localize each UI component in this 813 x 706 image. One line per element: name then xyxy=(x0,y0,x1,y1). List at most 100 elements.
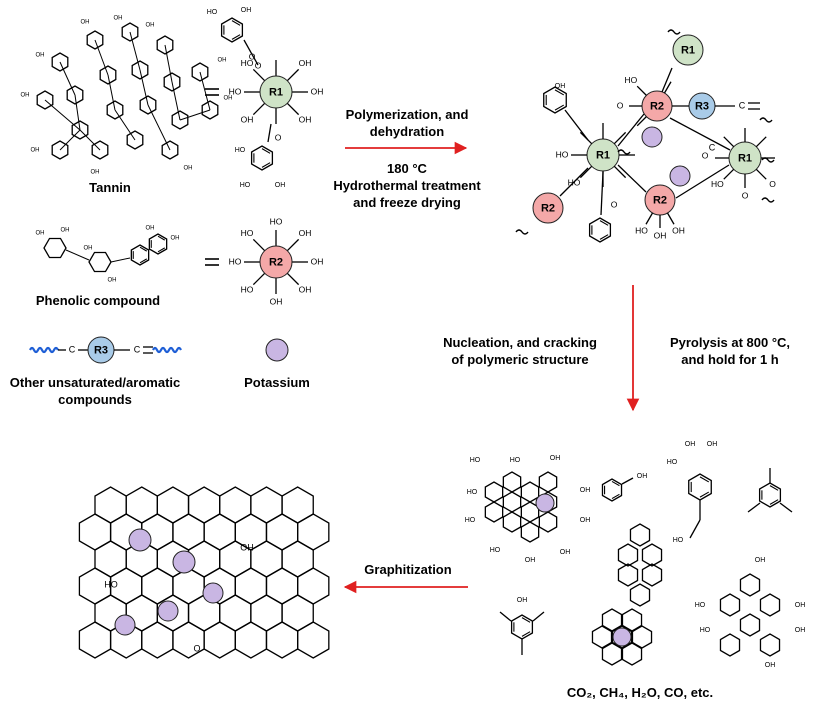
r2-unit-bond xyxy=(252,238,266,252)
graphite-hex xyxy=(156,486,190,524)
graphite-hex xyxy=(296,513,330,551)
pah-hydroxyl-label: HO xyxy=(490,547,501,554)
phenolic-label: Phenolic compound xyxy=(36,293,160,308)
tannin-bond xyxy=(79,129,101,151)
hydroxyl-label: OH xyxy=(275,182,286,189)
graphite-hex xyxy=(125,486,159,524)
triphenylene-ring xyxy=(629,583,651,607)
tannin-ring xyxy=(161,140,179,160)
hydroxyl-label: OH xyxy=(795,627,806,634)
graphite-hex xyxy=(203,621,236,659)
flavonoid-ring xyxy=(148,233,168,255)
double-bond xyxy=(611,480,620,487)
tannin-hydroxyl-label: OH xyxy=(184,166,193,172)
graphite-hex xyxy=(296,621,330,659)
galloyl-ring xyxy=(250,145,274,171)
double-bond xyxy=(231,20,241,26)
graphite-hex xyxy=(281,486,314,524)
r2-node-network-top-label: R2 xyxy=(650,100,664,112)
potassium-dot-graphite xyxy=(114,614,136,636)
tannin-bond xyxy=(44,99,81,131)
phenolic-hydroxyl-label: OH xyxy=(108,278,117,284)
hydroxyl-label: OH xyxy=(755,557,766,564)
graphite-hex xyxy=(94,486,127,524)
potassium-dot-pah xyxy=(535,493,555,513)
pah-hydroxyl-label: OH xyxy=(525,557,536,564)
hydroxyl-label: HO xyxy=(235,147,246,154)
pah-hydroxyl-label: HO xyxy=(465,517,476,524)
r2-network-bottom-bond xyxy=(666,212,675,225)
graphite-hydroxyl-label: HO xyxy=(104,579,118,589)
r2-unit-bond xyxy=(286,238,300,252)
double-bond xyxy=(139,258,148,264)
tannin-bond xyxy=(147,104,171,151)
r2-node-network-bottom-label: R2 xyxy=(653,194,667,206)
ester-oxygen-label: O xyxy=(255,60,262,70)
sugar-ring xyxy=(88,251,112,273)
potassium-dot-network xyxy=(641,126,663,148)
graphite-hex xyxy=(187,486,221,524)
hydroxyl-label: HO xyxy=(241,58,254,68)
step1-label-3: 180 °C xyxy=(387,161,428,176)
glycosidic-bond xyxy=(65,249,90,261)
carbon-label: C xyxy=(709,142,716,152)
r1-node-network-label: R1 xyxy=(596,149,610,161)
ester-oxygen-label: O xyxy=(275,132,282,142)
r1-network-center-bond xyxy=(579,165,593,179)
r1-network-center-bond xyxy=(613,165,627,179)
double-bond xyxy=(261,148,271,154)
tannin-label: Tannin xyxy=(89,180,131,195)
step1-label-2: dehydration xyxy=(370,124,444,139)
r1-network-right-bond xyxy=(755,136,767,148)
hydroxyl-label: HO xyxy=(711,179,724,189)
r2-network-top-bond xyxy=(636,116,647,127)
hydroxyl-label: HO xyxy=(241,228,254,238)
chain-end-squiggle xyxy=(761,197,775,203)
wavy-chain-left xyxy=(29,346,59,354)
r2-node-legend xyxy=(259,245,293,279)
graphite-hex xyxy=(172,567,205,605)
coronene-ring xyxy=(621,642,643,666)
double-bond xyxy=(554,89,565,96)
potassium-dot-graphite xyxy=(172,550,196,574)
tricyclic-ring xyxy=(719,593,741,617)
potassium-dot-graphite xyxy=(128,528,152,552)
tannin-hydroxyl-label: OH xyxy=(36,53,45,59)
pah-ring xyxy=(484,501,504,523)
ester-bond xyxy=(243,39,259,66)
phenolic-hydroxyl-label: OH xyxy=(61,228,70,234)
hydroxyl-label: OH xyxy=(654,230,667,240)
tannin-hydroxyl-label: OH xyxy=(91,170,100,176)
coronene-ring xyxy=(601,642,623,666)
sugar-ring xyxy=(43,237,67,259)
methyl-bond xyxy=(499,611,512,622)
hydroxyl-label: OH xyxy=(517,597,528,604)
hydroxyl-label: HO xyxy=(556,149,569,159)
hydroxyl-label: OH xyxy=(241,7,252,14)
coronene-ring xyxy=(591,625,613,649)
potassium-dot-network xyxy=(669,165,691,187)
r2-node-legend-label: R2 xyxy=(269,256,283,268)
triphenylene-ring xyxy=(617,563,639,587)
pah-hydroxyl-label: OH xyxy=(550,455,561,462)
tannin-bond xyxy=(114,109,136,141)
graphite-hex xyxy=(172,513,205,551)
tannin-ring xyxy=(99,65,117,85)
network-bond xyxy=(675,164,730,199)
step2-left-label-2: of polymeric structure xyxy=(451,352,588,367)
tannin-ring xyxy=(163,72,181,92)
hydroxyl-label: HO xyxy=(241,285,254,295)
graphite-hex xyxy=(141,621,174,659)
hydroxyl-label: OH xyxy=(299,115,312,125)
double-bond xyxy=(157,235,166,241)
tannin-bond xyxy=(94,39,109,76)
tannin-bond xyxy=(74,94,81,131)
tannin-ring xyxy=(201,100,219,120)
hydroxyl-label: HO xyxy=(270,216,283,226)
r1-network-right-bond xyxy=(755,168,767,180)
r1-unit-bond xyxy=(252,102,266,116)
hydroxyl-label: HO xyxy=(229,86,242,96)
tannin-ring xyxy=(51,140,69,160)
tannin-ring xyxy=(106,100,124,120)
